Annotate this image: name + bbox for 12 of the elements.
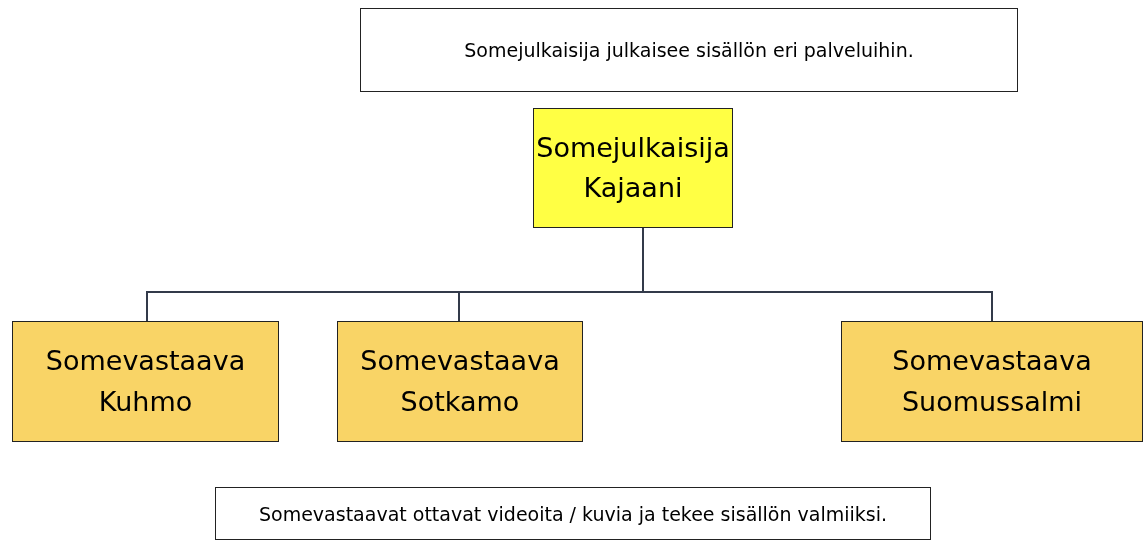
box-label: Somejulkaisija julkaisee sisällön eri palveluihin. — [463, 39, 915, 61]
process-box — [337, 321, 583, 442]
box-label: Somejulkaisija Kajaani — [535, 130, 731, 205]
process-box — [841, 321, 1143, 442]
process-box — [533, 108, 733, 228]
box-label: Somevastaava Kuhmo — [44, 344, 247, 419]
box-label: Somevastaava Suomussalmi — [891, 344, 1093, 419]
box-label: Somevastaavat ottavat videoita / kuvia ja tekee sisällön valmiiksi. — [258, 502, 888, 525]
box-label: Somevastaava Sotkamo — [359, 344, 561, 419]
process-box — [12, 321, 279, 442]
note-box — [215, 487, 931, 540]
note-box — [360, 8, 1018, 92]
